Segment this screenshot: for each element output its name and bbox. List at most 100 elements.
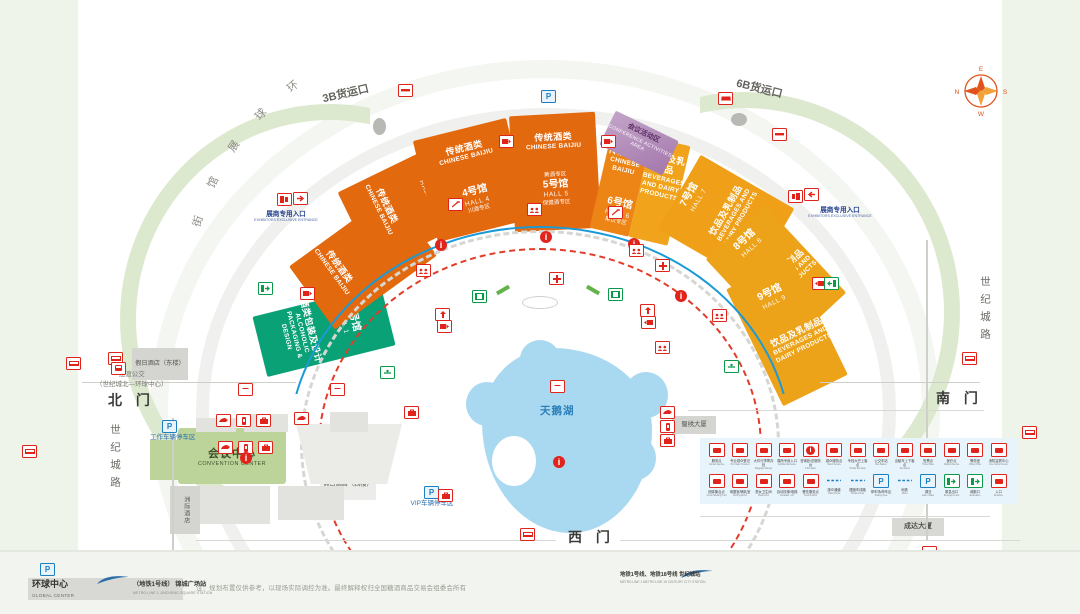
marker-route-sign-right[interactable]: [608, 288, 623, 301]
marker-service-conv[interactable]: [294, 412, 309, 425]
marker-bus-right-edge[interactable]: [962, 352, 977, 365]
marker-evacuation-b2[interactable]: [641, 316, 656, 329]
marker-exhibitor-entrance-b[interactable]: [788, 190, 803, 203]
legend-item-label-en: Group Meeting Point: [706, 493, 727, 497]
vip-parking-p-icon[interactable]: P: [424, 486, 439, 499]
marker-information-b[interactable]: i: [540, 231, 552, 243]
intercontinental-hotel[interactable]: 洲际酒店: [170, 486, 200, 534]
marker-service-east[interactable]: [660, 406, 675, 419]
marker-visitor-service-e[interactable]: [655, 341, 670, 354]
marker-emergency-exit-hall9[interactable]: [724, 360, 739, 373]
convention-center-shape[interactable]: [178, 428, 286, 484]
exhibitor-entrance-right[interactable]: 展商专用入口 EXHIBITORS EXCLUSIVE ENTRANCE: [806, 204, 874, 219]
convention-center-wing[interactable]: [150, 440, 184, 480]
marker-emergency-exit-hall1[interactable]: [380, 366, 395, 379]
marker-information-a[interactable]: i: [435, 239, 447, 251]
marker-emergency-exit-right[interactable]: [824, 277, 839, 290]
marker-bus-bottom[interactable]: [520, 528, 535, 541]
marker-visitor-service-b[interactable]: [527, 203, 542, 216]
marker-no-entry-top-left[interactable]: [398, 84, 413, 97]
marker-emergency-exit-left[interactable]: [258, 282, 273, 295]
marker-escalator-b[interactable]: [608, 206, 623, 219]
marker-parking-north[interactable]: P: [541, 90, 556, 103]
marker-entrance-arrow-b[interactable]: [804, 188, 819, 201]
global-center-parking-icon[interactable]: P: [40, 563, 55, 576]
marker-escalator-a[interactable]: [448, 198, 463, 211]
chengda-building[interactable]: 成达大厦: [892, 518, 944, 536]
shuxiu-building[interactable]: 蜀绣大厦: [672, 416, 716, 434]
marker-medical-b[interactable]: [655, 259, 670, 272]
marker-information-d[interactable]: i: [675, 290, 687, 302]
marker-registration-north[interactable]: [236, 414, 251, 427]
marker-bus-north-b[interactable]: [111, 362, 126, 375]
marker-hall-entrance-h1[interactable]: [300, 287, 315, 300]
marker-taxi-conv[interactable]: [550, 380, 565, 393]
marker-registration-east[interactable]: [660, 420, 675, 433]
taxi-stand-icon: [896, 443, 913, 457]
marker-entrance-arrow-a[interactable]: [293, 192, 308, 205]
marker-information-e[interactable]: i: [553, 456, 565, 468]
fire-control-icon: [990, 443, 1007, 457]
marker-conv-information[interactable]: i: [240, 452, 252, 464]
marker-luggage-west[interactable]: [404, 406, 419, 419]
marker-medical-a[interactable]: [549, 272, 564, 285]
marker-bus-left-edge-2[interactable]: [66, 357, 81, 370]
hall-5[interactable]: 传统酒类 CHINESE BAIJIU 黄酒专区 5号馆 HALL 5 保健酒专…: [509, 111, 601, 233]
marker-hall-entrance-h5l[interactable]: [499, 135, 514, 148]
marker-exhibitor-entrance-a[interactable]: [277, 193, 292, 206]
marker-visitor-service-d[interactable]: [712, 309, 727, 322]
staff-parking-p-icon[interactable]: P: [162, 420, 177, 433]
emergency-exit-icon: [943, 474, 960, 488]
marker-taxi-north[interactable]: [238, 383, 253, 396]
marker-luggage-east[interactable]: [660, 434, 675, 447]
marker-luggage-west-b[interactable]: [438, 489, 453, 502]
marker-service-north-a[interactable]: [216, 414, 231, 427]
marker-bus-left-edge[interactable]: [22, 445, 37, 458]
marker-visitor-service-a[interactable]: [416, 264, 431, 277]
holiday-inn-east[interactable]: 假日酒店（东楼）: [132, 348, 188, 380]
marker-bus-top-right[interactable]: [718, 92, 733, 105]
legend-item-label-en: Restrooms: [758, 493, 769, 497]
global-center-box[interactable]: [28, 578, 183, 600]
marker-taxi-north-b[interactable]: [330, 383, 345, 396]
marker-conv-service-a[interactable]: [218, 441, 233, 454]
bottom-divider: [0, 550, 1080, 552]
marker-no-entry-top-right[interactable]: [772, 128, 787, 141]
marker-conv-luggage[interactable]: [258, 441, 273, 454]
marker-evacuation-a2[interactable]: [437, 320, 452, 333]
marker-route-sign-left[interactable]: [472, 290, 487, 303]
dining-icon: [802, 474, 819, 488]
marker-luggage-north[interactable]: [256, 414, 271, 427]
marker-hall-entrance-h9[interactable]: [812, 277, 827, 290]
marker-hall-entrance-h5r[interactable]: [601, 135, 616, 148]
exhibitor-entrance-left[interactable]: 展商专用入口 EXHIBITORS EXCLUSIVE ENTRANCE: [252, 208, 320, 223]
marker-visitor-service-c[interactable]: [629, 244, 644, 257]
marker-bus-right-edge-2[interactable]: [1022, 426, 1037, 439]
